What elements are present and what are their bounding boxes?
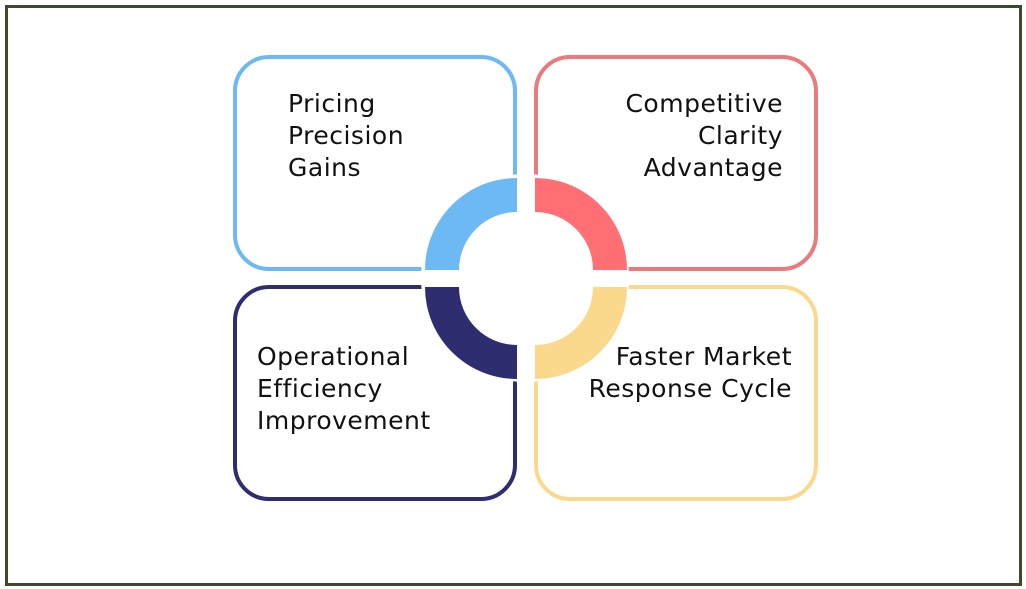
box-bottom-left: [233, 285, 517, 501]
label-line: Competitive: [625, 89, 783, 118]
label-line: Advantage: [643, 153, 783, 182]
ring-center: [468, 220, 584, 336]
ring-segment-top-left: [425, 178, 517, 270]
box-top-left: [233, 55, 517, 271]
label-line: Efficiency: [257, 374, 383, 403]
label-bottom-right: Faster Market Response Cycle: [589, 341, 792, 405]
label-line: Faster Market: [615, 342, 792, 371]
label-line: Precision: [288, 121, 405, 150]
ring-segment-top-right: [535, 178, 627, 270]
label-line: Pricing: [288, 89, 376, 118]
ring-segment-bottom-left: [425, 287, 517, 379]
box-top-right: [534, 55, 818, 271]
label-line: Clarity: [697, 121, 783, 150]
label-line: Operational: [257, 342, 410, 371]
label-bottom-left: Operational Efficiency Improvement: [257, 341, 431, 437]
label-line: Gains: [288, 153, 362, 182]
label-top-left: Pricing Precision Gains: [288, 88, 404, 184]
label-line: Improvement: [257, 406, 431, 435]
label-line: Response Cycle: [588, 374, 792, 403]
box-bottom-right: [534, 285, 818, 501]
ring-segment-bottom-right: [535, 287, 627, 379]
label-top-right: Competitive Clarity Advantage: [625, 88, 783, 184]
